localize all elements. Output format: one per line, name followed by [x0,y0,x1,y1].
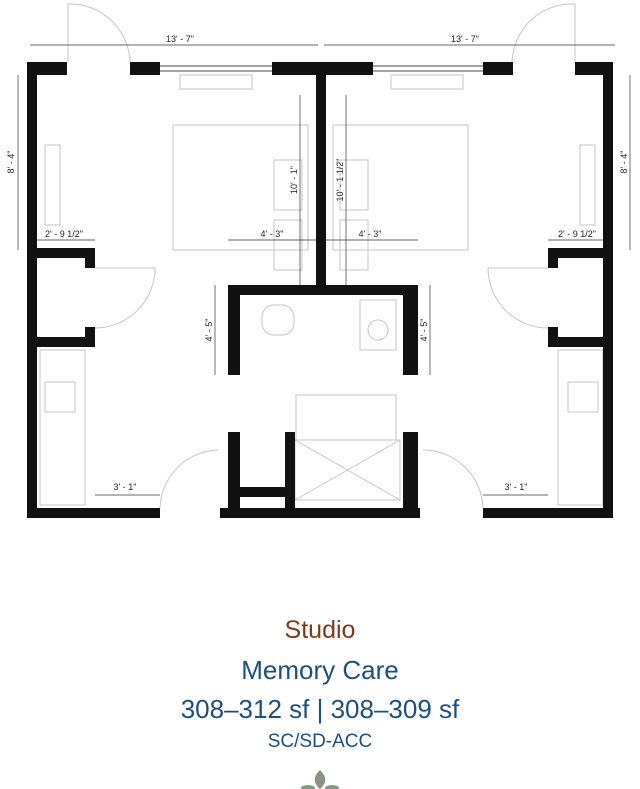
logo-leaf-icon [301,770,339,789]
unit-type: Studio [284,616,356,644]
unit-area: 308–312 sf | 308–309 sf [180,694,460,724]
care-level: Memory Care [241,655,399,685]
kitchenette-left [39,349,86,506]
furniture [39,3,604,509]
tv-right [579,144,596,226]
ac-unit-right [390,74,464,90]
tv-left [44,144,61,226]
dim-right-bath-depth: 4' - 5" [419,319,429,342]
dim-left-closet: 2' - 9 1/2" [45,229,83,239]
dim-right-center: 10' - 1 1/2" [335,159,345,202]
kitchenette-right [557,349,604,506]
dim-right-bath-offset: 4' - 3" [359,229,382,239]
dimension-labels: 13' - 7" 13' - 7" 8' - 4" 8' - 4" 10' - … [6,34,629,492]
dim-right-closet: 2' - 9 1/2" [558,229,596,239]
walls [27,62,613,518]
bath-sink [359,299,397,351]
dimension-lines [17,44,631,496]
dim-right-door: 3' - 1" [505,482,528,492]
dim-right-height: 8' - 4" [619,151,629,174]
dim-left-bath-depth: 4' - 5" [204,319,214,342]
dim-top-right: 13' - 7" [451,34,479,44]
windows [160,65,483,72]
toilet [261,304,295,336]
dim-top-left: 13' - 7" [166,34,194,44]
bed-right [332,124,469,251]
dim-left-center: 10' - 1" [289,166,299,194]
ac-unit-left [179,74,253,90]
bed-left [172,124,309,251]
unit-code: SC/SD-ACC [267,731,373,752]
dim-left-height: 8' - 4" [6,151,16,174]
dim-left-door: 3' - 1" [114,482,137,492]
dim-left-bath-offset: 4' - 3" [261,229,284,239]
